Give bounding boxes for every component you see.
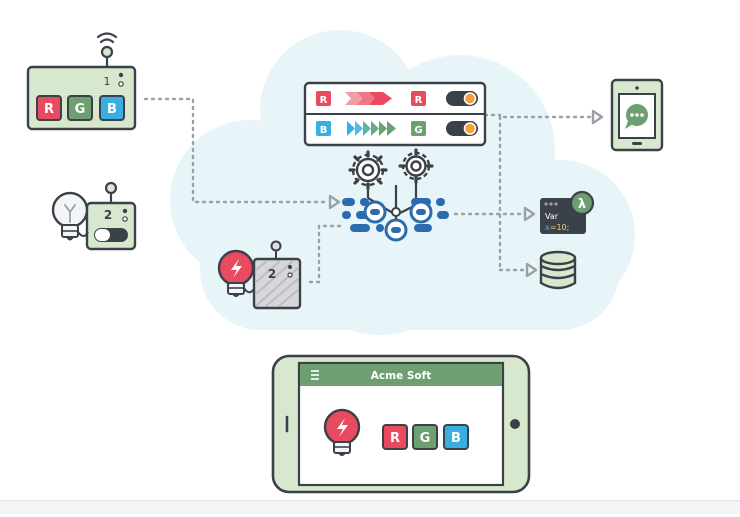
controller-button-b-label: B (107, 102, 117, 117)
switch-number: 2 (104, 208, 112, 222)
app-button-g-label: G (420, 431, 431, 446)
connector-controller-to-hub (143, 97, 330, 204)
hub-center-node (391, 207, 401, 217)
arrow-to-database (525, 262, 538, 278)
controller-button-r[interactable] (36, 95, 62, 121)
wifi-icon (96, 32, 118, 44)
phone-home-button[interactable] (510, 419, 520, 429)
bulb-switch-device: 2 (51, 181, 137, 251)
rule-row-1-to: R (415, 95, 423, 106)
cloud-device-body (252, 257, 302, 310)
controller-button-b[interactable] (99, 95, 125, 121)
rule-row-2[interactable]: B G (316, 121, 478, 136)
event-hub (342, 198, 449, 242)
lightbulb-icon (51, 191, 89, 241)
lightning-bulb-icon (217, 249, 255, 297)
rule-row-2-to: G (414, 125, 422, 136)
antenna-knob (100, 45, 114, 59)
arrow-to-tablet (591, 109, 604, 125)
app-button-r[interactable] (382, 424, 408, 450)
rule-row-2-toggle[interactable] (446, 121, 478, 136)
lambda-code-var: x (545, 223, 550, 232)
connector-lines (143, 97, 592, 284)
connector-device-to-hub (308, 224, 347, 284)
phone-device: Acme Soft R G B (271, 354, 531, 494)
switch-antenna-knob (104, 181, 118, 195)
controller-button-g-label: G (75, 102, 86, 117)
controller-button-r-label: R (44, 102, 54, 117)
lambda-code-line-2: x=10; (545, 223, 569, 232)
controller-number: 1 (104, 75, 111, 88)
rule-row-1[interactable]: R R (316, 91, 478, 106)
app-button-b-label: B (451, 431, 461, 446)
lambda-icon: λ (578, 197, 586, 212)
lambda-function-card: Var x=10; λ (540, 190, 595, 234)
lambda-code-assign: =10; (550, 223, 570, 232)
app-header-bar (300, 364, 502, 386)
rule-row-1-toggle[interactable] (446, 91, 478, 106)
gear-icon (351, 151, 431, 187)
rule-row-2-from: B (320, 125, 328, 136)
cloud-bulb-device: 2 (217, 240, 302, 310)
controller-button-g[interactable] (67, 95, 93, 121)
lightning-bulb-icon (323, 408, 361, 456)
rules-panel: R R B (303, 81, 487, 147)
database-icon (539, 250, 577, 290)
page-bottom-bar (0, 500, 740, 514)
app-button-g[interactable] (412, 424, 438, 450)
connector-arrowheads (328, 109, 604, 278)
app-button-r-label: R (390, 431, 400, 446)
rule-row-1-arrows (345, 92, 392, 105)
app-title: Acme Soft (371, 370, 431, 382)
chat-bubble-icon (625, 104, 648, 129)
arrow-to-lambda (523, 206, 536, 222)
lambda-code-line-1: Var (545, 212, 559, 221)
rgb-controller-device: 1 R G B (26, 32, 137, 131)
hamburger-icon[interactable] (311, 370, 319, 380)
arrow-to-hub (328, 194, 341, 210)
rule-row-2-arrows (347, 121, 396, 136)
tablet-device (610, 78, 664, 152)
lambda-badge (569, 190, 595, 216)
cloud-device-number: 2 (268, 267, 276, 281)
app-button-b[interactable] (443, 424, 469, 450)
rule-row-1-from: R (320, 95, 328, 106)
